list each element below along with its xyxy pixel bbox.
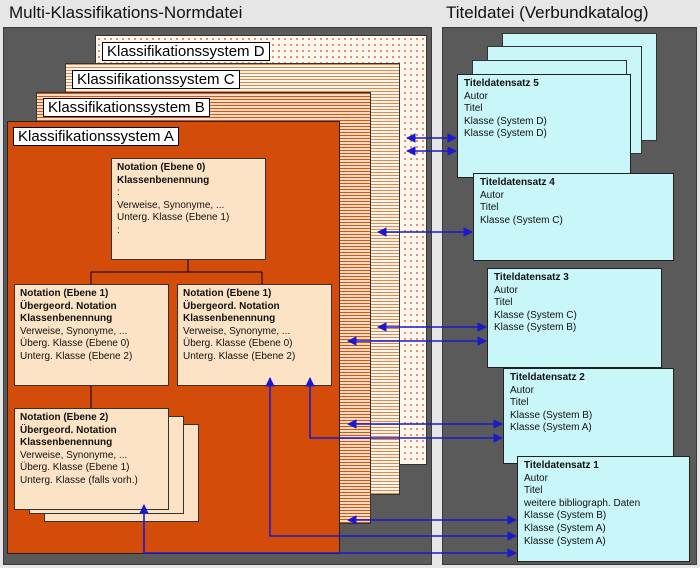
record-class: Klasse (System B) — [494, 322, 577, 334]
system-d-title: Klassifikationssystem D — [102, 42, 270, 61]
hierarchy-lines — [90, 260, 263, 408]
record-title: Titeldatensatz 5 — [464, 78, 539, 89]
arrow-record1-system-a-2 — [139, 504, 517, 558]
record-author: Autor — [494, 284, 518, 296]
record-class: Klasse (System A) — [524, 522, 606, 534]
record-3: Titeldatensatz 3 Autor Titel Klasse (Sys… — [487, 268, 662, 368]
record-author: Autor — [464, 90, 488, 102]
record-title: Titeldatensatz 2 — [510, 372, 585, 383]
node-parent-notation: Übergeord. Notation — [183, 300, 280, 312]
node-notation: Notation (Ebene 0) — [117, 162, 206, 173]
class-node-level-1-right: Notation (Ebene 1) Übergeord. Notation K… — [177, 284, 332, 386]
record-title: Titeldatensatz 1 — [524, 460, 599, 471]
class-node-level-2: Notation (Ebene 2) Übergeord. Notation K… — [14, 408, 169, 510]
record-class: Klasse (System D) — [464, 115, 547, 127]
record-title: Titeldatensatz 3 — [494, 272, 569, 283]
record-title-field: Titel — [524, 485, 543, 497]
record-title-field: Titel — [480, 202, 499, 214]
record-title-field: Titel — [464, 103, 483, 115]
node-references: Verweise, Synonyme, ... — [117, 199, 225, 211]
record-1: Titeldatensatz 1 Autor Titel weitere bib… — [517, 456, 690, 562]
record-class: Klasse (System D) — [464, 128, 547, 140]
node-class-name: Klassenbenennung — [183, 313, 276, 324]
class-node-level-1-left: Notation (Ebene 1) Übergeord. Notation K… — [14, 284, 169, 386]
node-notation: Notation (Ebene 1) — [20, 288, 109, 299]
node-class-name: Klassenbenennung — [20, 437, 113, 448]
left-section-title: Multi-Klassifikations-Normdatei — [9, 3, 243, 22]
record-5: Titeldatensatz 5 Autor Titel Klasse (Sys… — [457, 74, 631, 178]
right-section-title: Titeldatei (Verbundkatalog) — [446, 3, 649, 22]
record-2: Titeldatensatz 2 Autor Titel Klasse (Sys… — [503, 368, 674, 464]
node-ellipsis: : — [117, 224, 120, 236]
node-class-name: Klassenbenennung — [117, 174, 210, 186]
record-title-field: Titel — [510, 397, 529, 409]
node-class-name: Klassenbenennung — [20, 313, 113, 324]
record-author: Autor — [480, 189, 504, 201]
arrow-record2-system-a — [305, 377, 503, 443]
system-a-title: Klassifikationssystem A — [13, 127, 179, 146]
system-c-title: Klassifikationssystem C — [72, 70, 240, 89]
node-subclass: Unterg. Klasse (Ebene 1) — [117, 212, 230, 223]
node-ellipsis: : — [117, 187, 120, 198]
node-notation: Notation (Ebene 1) — [183, 288, 272, 299]
record-class: Klasse (System A) — [524, 535, 606, 547]
system-b-title: Klassifikationssystem B — [43, 98, 210, 117]
node-references: Verweise, Synonyme, ... — [183, 325, 291, 337]
node-superclass: Überg. Klasse (Ebene 0) — [183, 338, 293, 349]
node-notation: Notation (Ebene 2) — [20, 412, 109, 423]
record-4: Titeldatensatz 4 Autor Titel Klasse (Sys… — [473, 173, 674, 261]
record-class: Klasse (System B) — [524, 510, 607, 522]
node-references: Verweise, Synonyme, ... — [20, 325, 128, 337]
node-parent-notation: Übergeord. Notation — [20, 300, 117, 312]
class-node-level-0: Notation (Ebene 0) Klassenbenennung : Ve… — [111, 158, 266, 260]
record-class: Klasse (System B) — [510, 409, 593, 421]
record-title: Titeldatensatz 4 — [480, 177, 555, 188]
node-references: Verweise, Synonyme, ... — [20, 449, 128, 461]
node-subclass: Unterg. Klasse (falls vorh.) — [20, 474, 138, 486]
record-class: Klasse (System C) — [480, 214, 563, 226]
arrow-record1-system-a-1 — [265, 377, 517, 541]
node-superclass: Überg. Klasse (Ebene 0) — [20, 338, 130, 349]
record-class: Klasse (System C) — [494, 309, 577, 321]
node-superclass: Überg. Klasse (Ebene 1) — [20, 462, 130, 473]
record-author: Autor — [524, 472, 548, 484]
node-subclass: Unterg. Klasse (Ebene 2) — [183, 350, 296, 362]
link-arrows — [139, 133, 517, 558]
record-class: Klasse (System A) — [510, 422, 592, 434]
record-author: Autor — [510, 384, 534, 396]
record-title-field: Titel — [494, 297, 513, 309]
node-parent-notation: Übergeord. Notation — [20, 424, 117, 436]
node-subclass: Unterg. Klasse (Ebene 2) — [20, 350, 133, 362]
record-bibliographic-data: weitere bibliograph. Daten — [524, 497, 641, 509]
